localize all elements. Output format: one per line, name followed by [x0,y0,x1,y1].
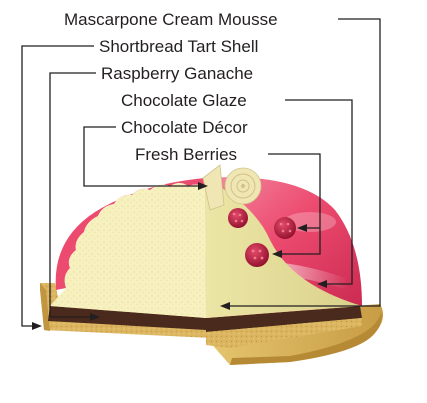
label-glaze: Chocolate Glaze [121,91,247,110]
berry-3 [245,243,269,267]
label-shortbread: Shortbread Tart Shell [99,37,258,56]
label-raspberry: Raspberry Ganache [101,64,253,83]
berry-1 [228,208,248,228]
tart-illustration [40,165,383,365]
labels: Mascarpone Cream Mousse Shortbread Tart … [64,10,278,164]
arrow-shortbread [32,322,42,330]
label-berries: Fresh Berries [135,145,237,164]
label-mascarpone: Mascarpone Cream Mousse [64,10,278,29]
label-decor: Chocolate Décor [121,118,248,137]
berry-2 [274,217,296,239]
